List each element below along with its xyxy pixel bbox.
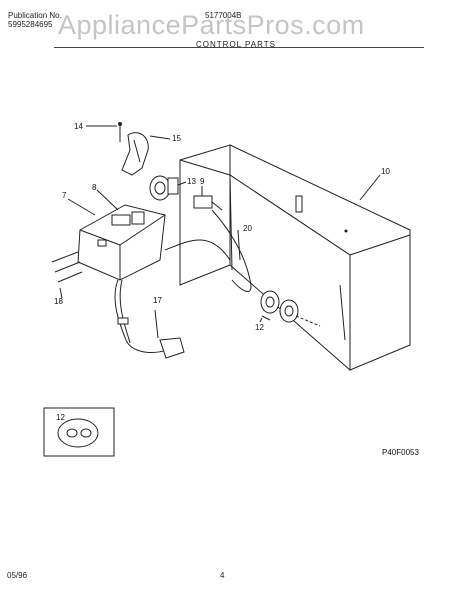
publication-number: 5995284695 xyxy=(8,20,53,29)
inset-callout-12: 12 xyxy=(56,413,65,422)
callout-9: 9 xyxy=(200,177,205,186)
publication-label: Publication No. xyxy=(8,11,62,20)
callout-12: 12 xyxy=(255,323,264,332)
footer-page-number: 4 xyxy=(220,571,225,580)
switch-part xyxy=(193,195,223,211)
control-housing-part xyxy=(179,144,411,372)
thermostat-part xyxy=(149,175,179,201)
section-title: CONTROL PARTS xyxy=(196,40,276,49)
callout-13: 13 xyxy=(187,177,196,186)
control-box-part xyxy=(77,204,166,281)
callout-15: 15 xyxy=(172,134,181,143)
watermark: AppliancePartsPros.com xyxy=(58,10,365,40)
wire-harness-part xyxy=(164,209,252,292)
header-rule xyxy=(54,47,424,48)
screw-part xyxy=(86,122,122,142)
callout-18: 18 xyxy=(54,297,63,306)
callout-10: 10 xyxy=(381,167,390,176)
bracket-part xyxy=(121,132,149,176)
inset-detail xyxy=(43,407,115,457)
diagram-code: P40F0053 xyxy=(382,448,419,457)
mounting-screws-part xyxy=(51,251,83,299)
power-cord-part xyxy=(114,279,185,359)
callout-20: 20 xyxy=(243,224,252,233)
footer-date: 05/96 xyxy=(7,571,28,580)
grommets-part xyxy=(260,290,321,327)
callout-14: 14 xyxy=(74,122,83,131)
callout-7: 7 xyxy=(62,191,67,200)
model-number: 5177004B xyxy=(205,11,242,20)
leader-lines xyxy=(67,135,381,323)
callout-17: 17 xyxy=(153,296,162,305)
callout-8: 8 xyxy=(92,183,97,192)
